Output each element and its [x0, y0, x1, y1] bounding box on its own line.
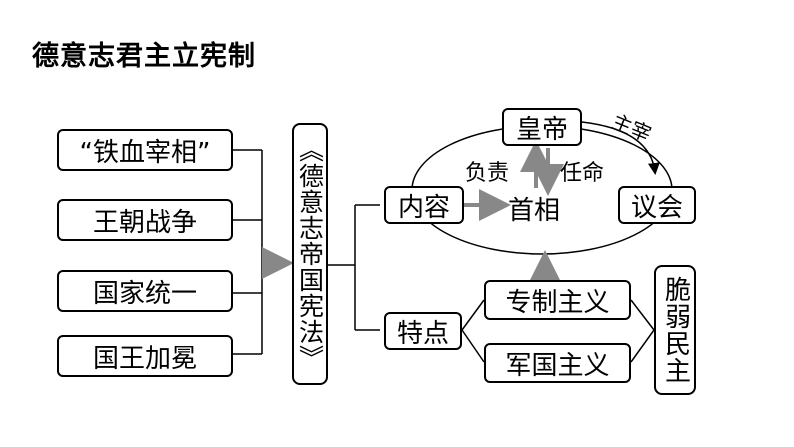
features-box: 特点: [384, 312, 462, 350]
emperor-box: 皇帝: [502, 108, 582, 146]
cause-dynastic-wars: 王朝战争: [57, 199, 233, 241]
responsible-label: 负责: [465, 161, 510, 186]
cause-iron-chancellor: “铁血宰相”: [57, 129, 233, 171]
feature-absolutism: 专制主义: [484, 280, 631, 320]
content-box: 内容: [384, 186, 464, 224]
parliament-box: 议会: [618, 186, 696, 224]
cause-national-unification: 国家统一: [57, 270, 233, 312]
chancellor-label: 首相: [508, 196, 561, 226]
page-title: 德意志君主立宪制: [32, 41, 256, 72]
fragile-democracy-box: 脆弱民主: [654, 265, 696, 395]
constitution-label: 《德意志帝国宪法》: [295, 137, 325, 371]
feature-militarism: 军国主义: [484, 343, 631, 383]
fragile-democracy-label: 脆弱民主: [660, 276, 691, 384]
appoint-label: 任命: [560, 161, 605, 186]
cause-king-coronation: 国王加冕: [57, 335, 233, 377]
constitution-box: 《德意志帝国宪法》: [292, 123, 328, 385]
arrow-dominate: [581, 121, 660, 175]
